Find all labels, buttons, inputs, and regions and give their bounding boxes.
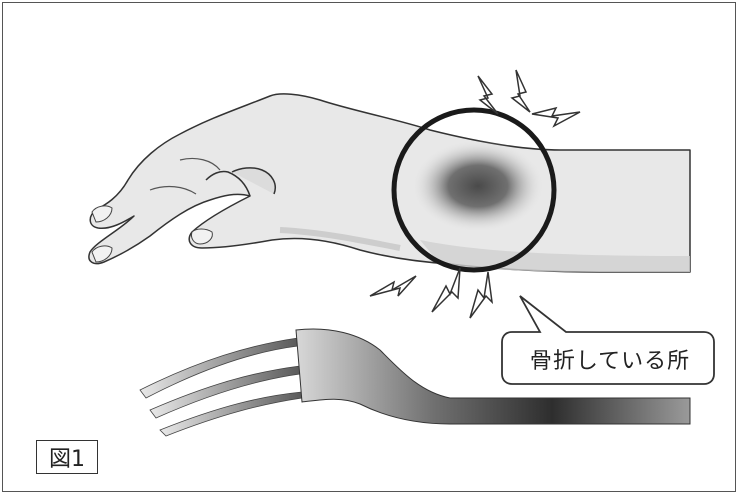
figure-label: 図1 bbox=[36, 440, 98, 474]
bruise-spot bbox=[412, 140, 544, 232]
arm-and-hand bbox=[89, 94, 690, 272]
callout-label: 骨折している所 bbox=[508, 340, 712, 378]
